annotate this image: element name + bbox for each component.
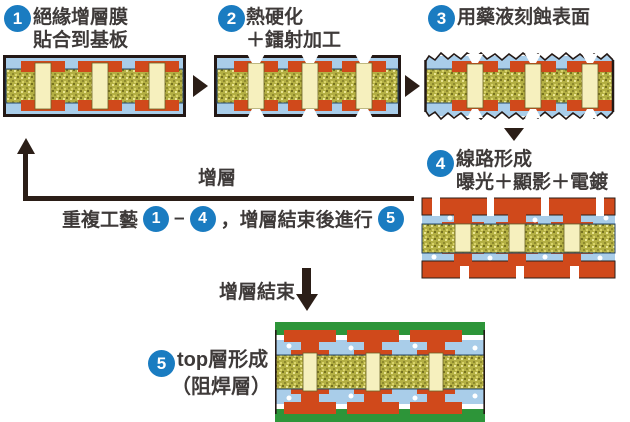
step-2-title: 熱硬化 ＋鐳射加工 [246,6,341,52]
repeat-middle: ，增層結束後進行 [220,210,373,231]
step-5-title: top層形成 （阻焊層） [171,347,271,401]
step-5-badge: 5 [148,350,175,377]
step-2-title-line2: ＋鐳射加工 [246,30,342,51]
loop-arrow-vertical-shaft [23,152,28,201]
step-4-title-line1: 線路形成 [456,149,533,170]
loop-arrow-horizontal-shaft [23,196,414,201]
buildup-label: 增層 [198,168,237,189]
arrow-step1-to-step2-icon [193,75,208,97]
step-2-title-line1: 熱硬化 [246,7,304,28]
step-5-number: 5 [156,354,167,373]
step-3-number: 3 [436,9,447,28]
step-1-title-line1: 絕緣增層膜 [33,7,129,28]
step-4-title-line2: 曝光＋顯影＋電鍍 [456,172,609,193]
step-1-number: 1 [12,9,23,28]
arrow-step2-to-step3-icon [405,75,420,97]
repeat-badge-from: 1 [143,205,170,232]
step-3-badge: 3 [428,5,455,32]
repeat-prefix: 重複工藝 [62,210,139,231]
step-1-badge: 1 [4,5,31,32]
pcb-diagram-step4 [421,197,616,279]
step-4-number: 4 [435,154,446,173]
buildup-end-arrow-head-icon [296,294,318,311]
step-1-title-line2: 貼合到基板 [33,30,129,51]
buildup-end-label: 增層結束 [219,282,296,303]
step-3-title: 用藥液刻蝕表面 [457,6,590,29]
repeat-dash: – [174,207,185,229]
arrow-step3-to-step4-icon [504,128,524,141]
pcb-diagram-step5 [275,322,485,422]
loop-arrow-up-icon [17,138,35,154]
step-5-title-line2: （阻焊層） [171,376,271,398]
pcb-diagram-step3 [424,44,615,128]
buildup-end-arrow-shaft [302,268,311,295]
repeat-instruction: 重複工藝 1 – 4 ，增層結束後進行 5 [62,205,404,232]
step-4-badge: 4 [427,150,454,177]
step-5-title-line1: top層形成 [177,349,269,371]
step-3-title-line1: 用藥液刻蝕表面 [457,7,591,28]
step-2-badge: 2 [218,5,245,32]
pcb-diagram-step2 [214,48,401,124]
step-2-number: 2 [226,9,237,28]
pcb-diagram-step1 [3,55,186,117]
step-4-title: 線路形成 曝光＋顯影＋電鍍 [456,148,608,194]
repeat-badge-final: 5 [377,205,404,232]
repeat-badge-to: 4 [189,205,216,232]
step-1-title: 絕緣增層膜 貼合到基板 [33,6,128,52]
